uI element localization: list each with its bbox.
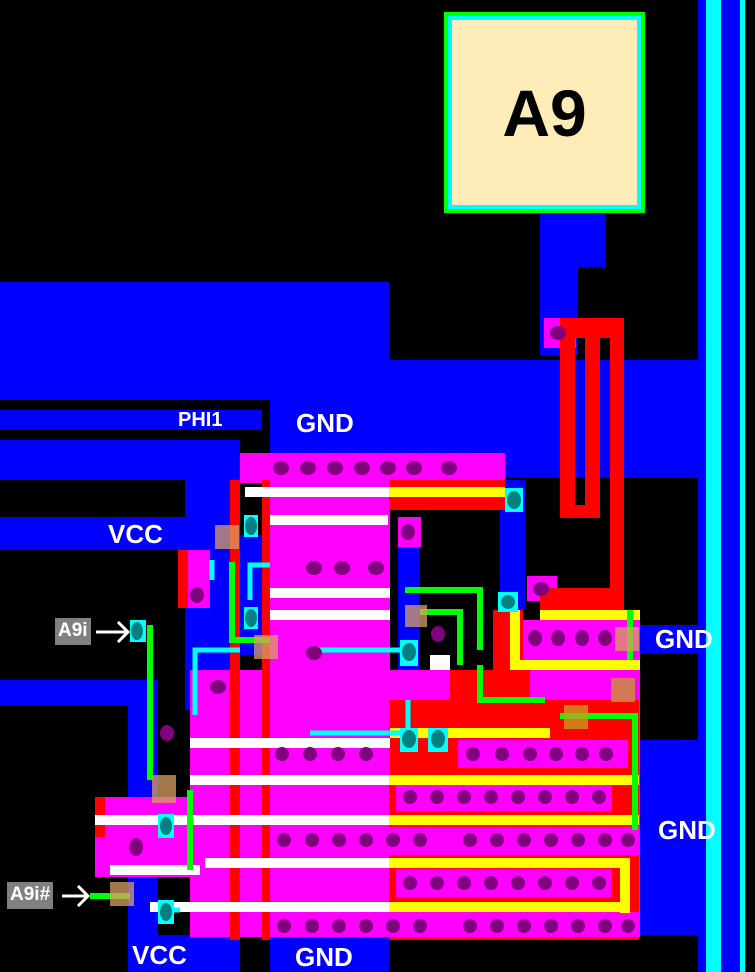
power-bus-right (698, 0, 746, 972)
pad-label: A9 (502, 75, 587, 150)
signal-label-a9i-n: A9i# (7, 882, 54, 909)
net-label-vcc-bottom: VCC (132, 940, 187, 970)
metal-edges (160, 560, 411, 913)
net-label-vcc-left: VCC (108, 519, 163, 549)
net-label-gnd-bottom: GND (295, 942, 353, 972)
gate-stripes (95, 487, 640, 913)
vias (130, 488, 523, 924)
net-label-gnd-top: GND (296, 408, 354, 438)
net-label-gnd-right-lower: GND (658, 815, 716, 845)
net-label-phi1: PHI1 (178, 409, 223, 431)
bond-pad (444, 12, 645, 355)
signal-label-a9i: A9i (55, 618, 91, 645)
net-label-gnd-right-upper: GND (655, 624, 713, 654)
arrow-icon (62, 620, 131, 908)
buried-contacts (110, 525, 639, 906)
contacts (129, 326, 635, 933)
